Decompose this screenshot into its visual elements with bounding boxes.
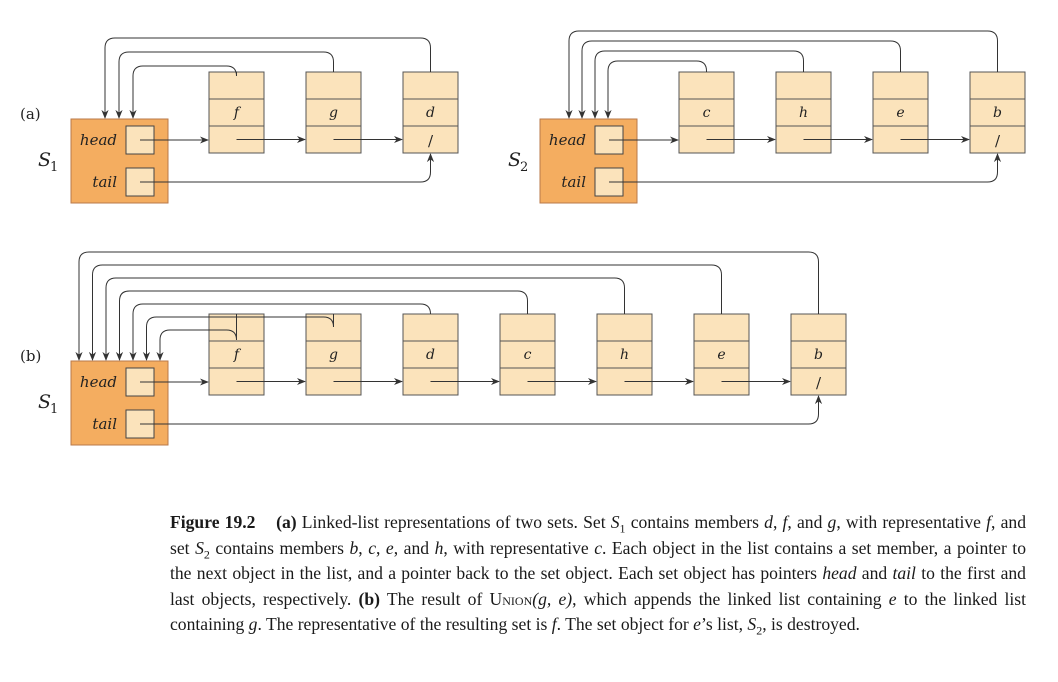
back-pointer-arrow bbox=[75, 251, 819, 361]
node-member-label: e bbox=[717, 347, 725, 363]
caption-text: contains members bbox=[625, 512, 765, 532]
caption-part-a-label: (a) bbox=[276, 512, 297, 532]
caption-text: , with representative bbox=[443, 537, 595, 558]
node-member-label: h bbox=[799, 105, 808, 121]
caption-figure-label: Figure 19.2 bbox=[170, 512, 256, 532]
caption-member: c bbox=[368, 537, 377, 558]
set-name-subscript: 2 bbox=[520, 160, 528, 175]
tail-pointer-arrow bbox=[140, 395, 823, 425]
back-pointer-arrow bbox=[604, 60, 707, 119]
caption-text: Linked-list representations of two sets.… bbox=[296, 512, 611, 532]
caption-text: . The set object for bbox=[556, 614, 694, 635]
back-pointer-arrow bbox=[129, 303, 431, 361]
caption-text: , and bbox=[393, 537, 435, 558]
set-name: S bbox=[38, 391, 51, 413]
set-name: S bbox=[508, 149, 521, 171]
caption-text: and bbox=[856, 563, 893, 584]
caption-text: , bbox=[376, 537, 386, 558]
caption-text: ’s list, bbox=[700, 614, 748, 635]
caption-part-b-label: (b) bbox=[358, 588, 380, 609]
caption-text: , which appends the linked list containi… bbox=[572, 588, 889, 609]
part-label: (b) bbox=[20, 347, 41, 365]
back-pointer-arrow bbox=[102, 277, 625, 361]
caption-member: f bbox=[551, 614, 557, 635]
back-pointer-arrow bbox=[88, 264, 722, 361]
caption-member: g bbox=[827, 512, 837, 532]
back-pointer-arrow bbox=[591, 50, 804, 119]
caption-text: , with representative bbox=[836, 512, 987, 532]
null-pointer: / bbox=[816, 374, 822, 392]
tail-pointer-arrow bbox=[609, 153, 1002, 183]
back-pointer-arrow bbox=[101, 37, 431, 119]
caption-field-name: tail bbox=[892, 563, 916, 584]
node-member-label: h bbox=[620, 347, 629, 363]
caption-text: . Each object in the list contains a set… bbox=[170, 537, 1026, 584]
node-member-label: f bbox=[233, 347, 242, 363]
set-name-subscript: 1 bbox=[50, 160, 58, 175]
back-pointer-arrow bbox=[129, 65, 237, 119]
caption-subscript: 2 bbox=[203, 547, 210, 562]
null-pointer: / bbox=[428, 132, 434, 150]
caption-set-name: S bbox=[747, 614, 757, 635]
caption-text: to the linked list containing bbox=[170, 588, 1026, 635]
caption-member: c bbox=[594, 537, 603, 558]
back-pointer-arrow bbox=[578, 40, 901, 119]
node-member-label: b bbox=[814, 347, 823, 363]
tail-field-label: tail bbox=[92, 415, 117, 433]
node-member-label: c bbox=[703, 105, 711, 121]
caption-procedure-args: (g, e) bbox=[532, 588, 573, 609]
null-pointer: / bbox=[995, 132, 1001, 150]
part-label: (a) bbox=[20, 105, 41, 123]
caption-member: b bbox=[349, 537, 359, 558]
back-pointer-arrow bbox=[565, 30, 998, 119]
node-member-label: g bbox=[329, 347, 338, 363]
back-pointer-arrow bbox=[142, 314, 334, 361]
head-field-label: head bbox=[80, 373, 117, 391]
caption-member: f bbox=[782, 512, 788, 532]
tail-pointer-arrow bbox=[140, 153, 435, 183]
head-field-label: head bbox=[80, 131, 117, 149]
caption-text: . The representative of the resulting se… bbox=[257, 614, 552, 635]
caption-text: , bbox=[358, 537, 369, 558]
list-node bbox=[402, 71, 459, 154]
caption-member: e bbox=[385, 537, 394, 558]
head-field-label: head bbox=[549, 131, 586, 149]
caption-member: e bbox=[693, 614, 701, 635]
figure-caption: Figure 19.2 (a) Linked-list representati… bbox=[170, 510, 1026, 638]
caption-member: g bbox=[248, 614, 258, 635]
caption-procedure-name: Union bbox=[489, 588, 533, 609]
caption-text: The result of bbox=[380, 588, 490, 609]
tail-field-label: tail bbox=[92, 173, 117, 191]
caption-subscript: 2 bbox=[756, 623, 763, 638]
caption-set-name: S bbox=[195, 537, 204, 558]
caption-member: h bbox=[434, 537, 444, 558]
set-name: S bbox=[38, 149, 51, 171]
caption-text: to the first and last objects, respectiv… bbox=[170, 563, 1026, 609]
back-pointer-arrow bbox=[115, 290, 528, 361]
caption-member: d bbox=[764, 512, 773, 532]
caption-text: , bbox=[772, 512, 783, 532]
caption-field-name: head bbox=[822, 563, 857, 584]
node-member-label: b bbox=[993, 105, 1002, 121]
caption-member: e bbox=[888, 588, 897, 609]
node-member-label: d bbox=[426, 105, 435, 121]
caption-text: , and set bbox=[170, 512, 1027, 558]
back-pointer-arrow bbox=[115, 51, 334, 119]
node-member-label: e bbox=[896, 105, 904, 121]
node-member-label: f bbox=[233, 105, 242, 121]
node-member-label: d bbox=[426, 347, 435, 363]
node-member-label: g bbox=[329, 105, 338, 121]
caption-text: , is destroyed. bbox=[762, 614, 860, 635]
set-name-subscript: 1 bbox=[50, 402, 58, 417]
caption-text: , and bbox=[787, 512, 828, 532]
back-pointer-arrow bbox=[156, 314, 237, 361]
caption-set-name: S bbox=[610, 512, 620, 532]
tail-field-label: tail bbox=[561, 173, 586, 191]
caption-text: contains members bbox=[209, 537, 350, 558]
caption-member: f bbox=[986, 512, 992, 532]
node-member-label: c bbox=[524, 347, 532, 363]
caption-subscript: 1 bbox=[619, 521, 626, 536]
